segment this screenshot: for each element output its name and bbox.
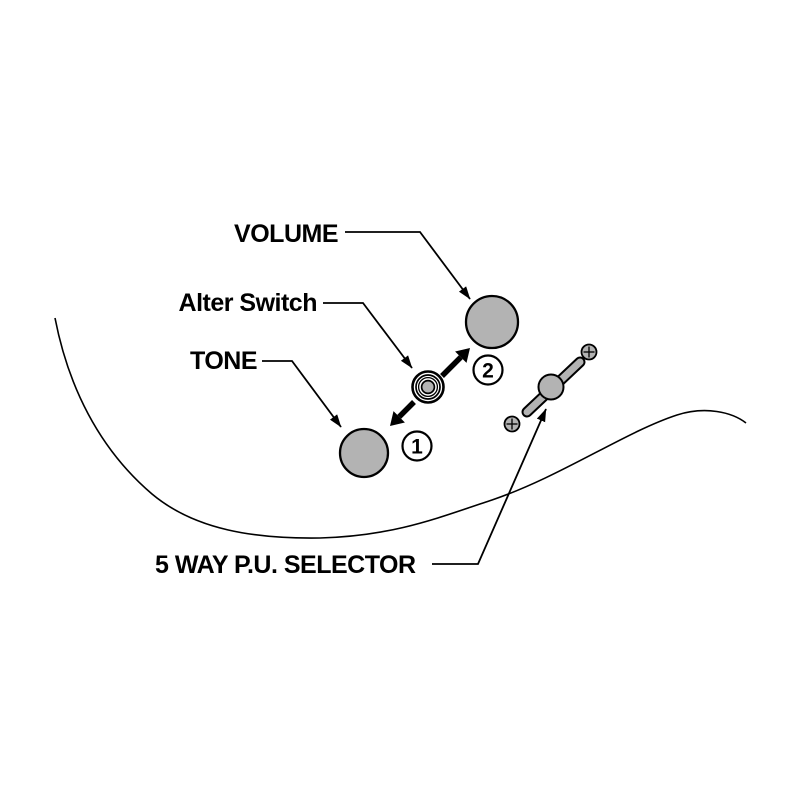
alter-switch-label: Alter Switch [179,289,317,317]
volume-knob [464,294,520,350]
push-direction-arrow-up-icon [440,348,470,378]
selector-screw-bottom-icon [503,415,521,433]
guitar-body-edge-curve [54,317,747,539]
five-way-selector-switch [521,356,586,418]
tone-label: TONE [190,347,257,375]
step-marker-1: 1 [401,430,433,462]
selector-label: 5 WAY P.U. SELECTOR [155,551,416,579]
selector-screw-top-icon [580,343,598,361]
step-marker-2-number: 2 [482,360,494,383]
step-marker-2: 2 [472,354,504,386]
step-marker-1-number: 1 [411,436,423,459]
tone-knob [338,427,390,479]
push-direction-arrow-down-icon [390,400,416,426]
alter-switch-leader-line [323,302,413,369]
volume-label: VOLUME [234,220,338,248]
volume-leader-line [345,231,471,300]
tone-leader-line [262,360,342,428]
selector-leader-line [432,408,547,565]
alter-switch-knob [411,370,445,404]
